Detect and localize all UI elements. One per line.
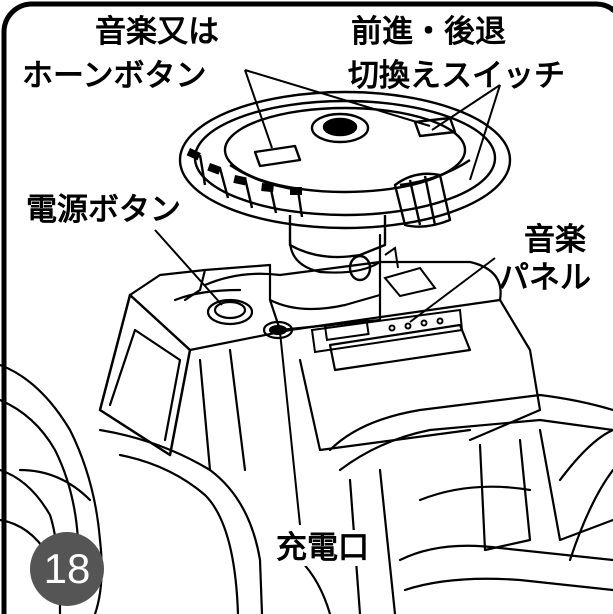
gear-switch-label-line1: 前進・後退	[351, 14, 506, 50]
step-number-badge: 18	[30, 532, 104, 606]
music-panel-label-line1: 音楽	[524, 222, 586, 258]
charge-port-label: 充電口	[272, 530, 373, 566]
panel-slot	[383, 266, 437, 298]
music-panel-shape	[310, 308, 464, 354]
power-button-shape	[206, 298, 254, 326]
callout-lines	[154, 69, 501, 526]
gear-switch-label-line2: 切換えスイッチ	[348, 58, 565, 94]
steering-wheel-shape	[178, 90, 512, 282]
horn-label-line2: ホーンボタン	[22, 58, 207, 94]
power-button-label: 電源ボタン	[26, 192, 181, 228]
charge-port-shape	[262, 320, 294, 340]
car-body	[0, 233, 613, 614]
wheel-leds	[186, 147, 302, 195]
music-panel-label-line2: パネル	[498, 260, 591, 296]
horn-label-line1: 音楽又は	[95, 14, 219, 50]
